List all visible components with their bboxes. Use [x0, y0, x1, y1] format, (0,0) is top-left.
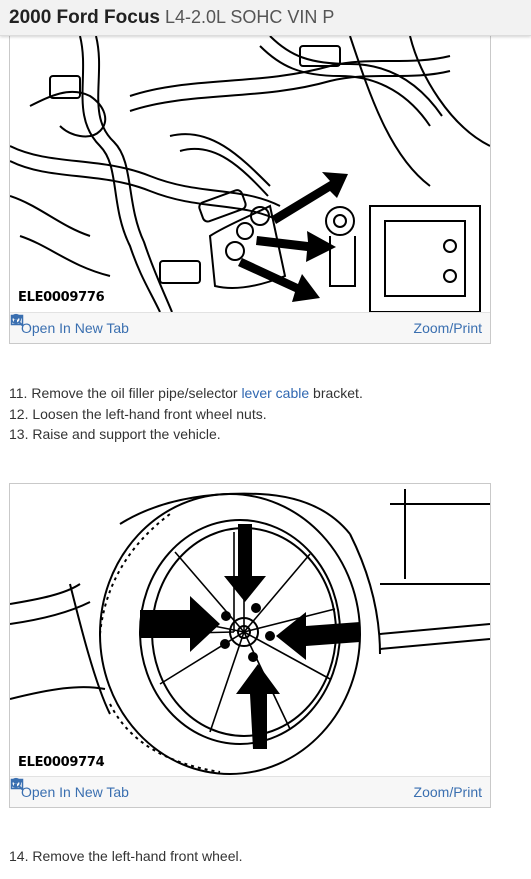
figure-toolbar: Open In New Tab Zoom/Print	[10, 776, 490, 807]
callout-arrows	[238, 172, 348, 302]
vehicle-title: 2000 Ford Focus	[9, 6, 160, 28]
figure-toolbar: Open In New Tab Zoom/Print	[10, 312, 490, 343]
engine-bay-illustration[interactable]: ELE0009776	[10, 36, 490, 312]
zoom-print-button[interactable]: Zoom/Print	[10, 313, 482, 336]
open-in-new-tab-button[interactable]: Open In New Tab	[10, 314, 129, 336]
wheel-drawing	[10, 489, 490, 775]
figure-caption: ELE0009774	[18, 755, 105, 770]
callout-arrows	[140, 524, 360, 749]
step-item: 11. Remove the oil filler pipe/selector …	[9, 385, 363, 401]
procedure-steps: 14. Remove the left-hand front wheel.	[9, 846, 242, 867]
figure-engine-bracket: ELE0009776 Open In New Tab Zoom/Print	[9, 36, 491, 344]
figure-caption: ELE0009776	[18, 290, 105, 305]
step-item: 13. Raise and support the vehicle.	[9, 426, 221, 442]
step-item: 12. Loosen the left-hand front wheel nut…	[9, 405, 267, 422]
zoom-print-label: Zoom/Print	[413, 784, 482, 800]
lever-cable-link[interactable]: lever cable	[241, 385, 310, 401]
open-in-new-tab-label: Open In New Tab	[21, 784, 129, 800]
zoom-print-button[interactable]: Zoom/Print	[10, 777, 482, 800]
magnifier-icon	[10, 777, 24, 791]
open-in-new-tab-button[interactable]: Open In New Tab	[10, 778, 129, 800]
procedure-steps: 11. Remove the oil filler pipe/selector …	[9, 383, 363, 445]
engine-bay-drawing	[10, 36, 490, 312]
zoom-print-label: Zoom/Print	[413, 320, 482, 336]
step-item: 14. Remove the left-hand front wheel.	[9, 848, 243, 864]
figure-wheel-nuts: ELE0009774 Open In New Tab Zoom/Print	[9, 483, 491, 808]
page-header: 2000 Ford Focus L4-2.0L SOHC VIN P	[0, 0, 531, 36]
magnifier-icon	[10, 313, 24, 327]
engine-subtitle: L4-2.0L SOHC VIN P	[165, 7, 335, 27]
wheel-illustration[interactable]: ELE0009774	[10, 484, 490, 777]
open-in-new-tab-label: Open In New Tab	[21, 320, 129, 336]
